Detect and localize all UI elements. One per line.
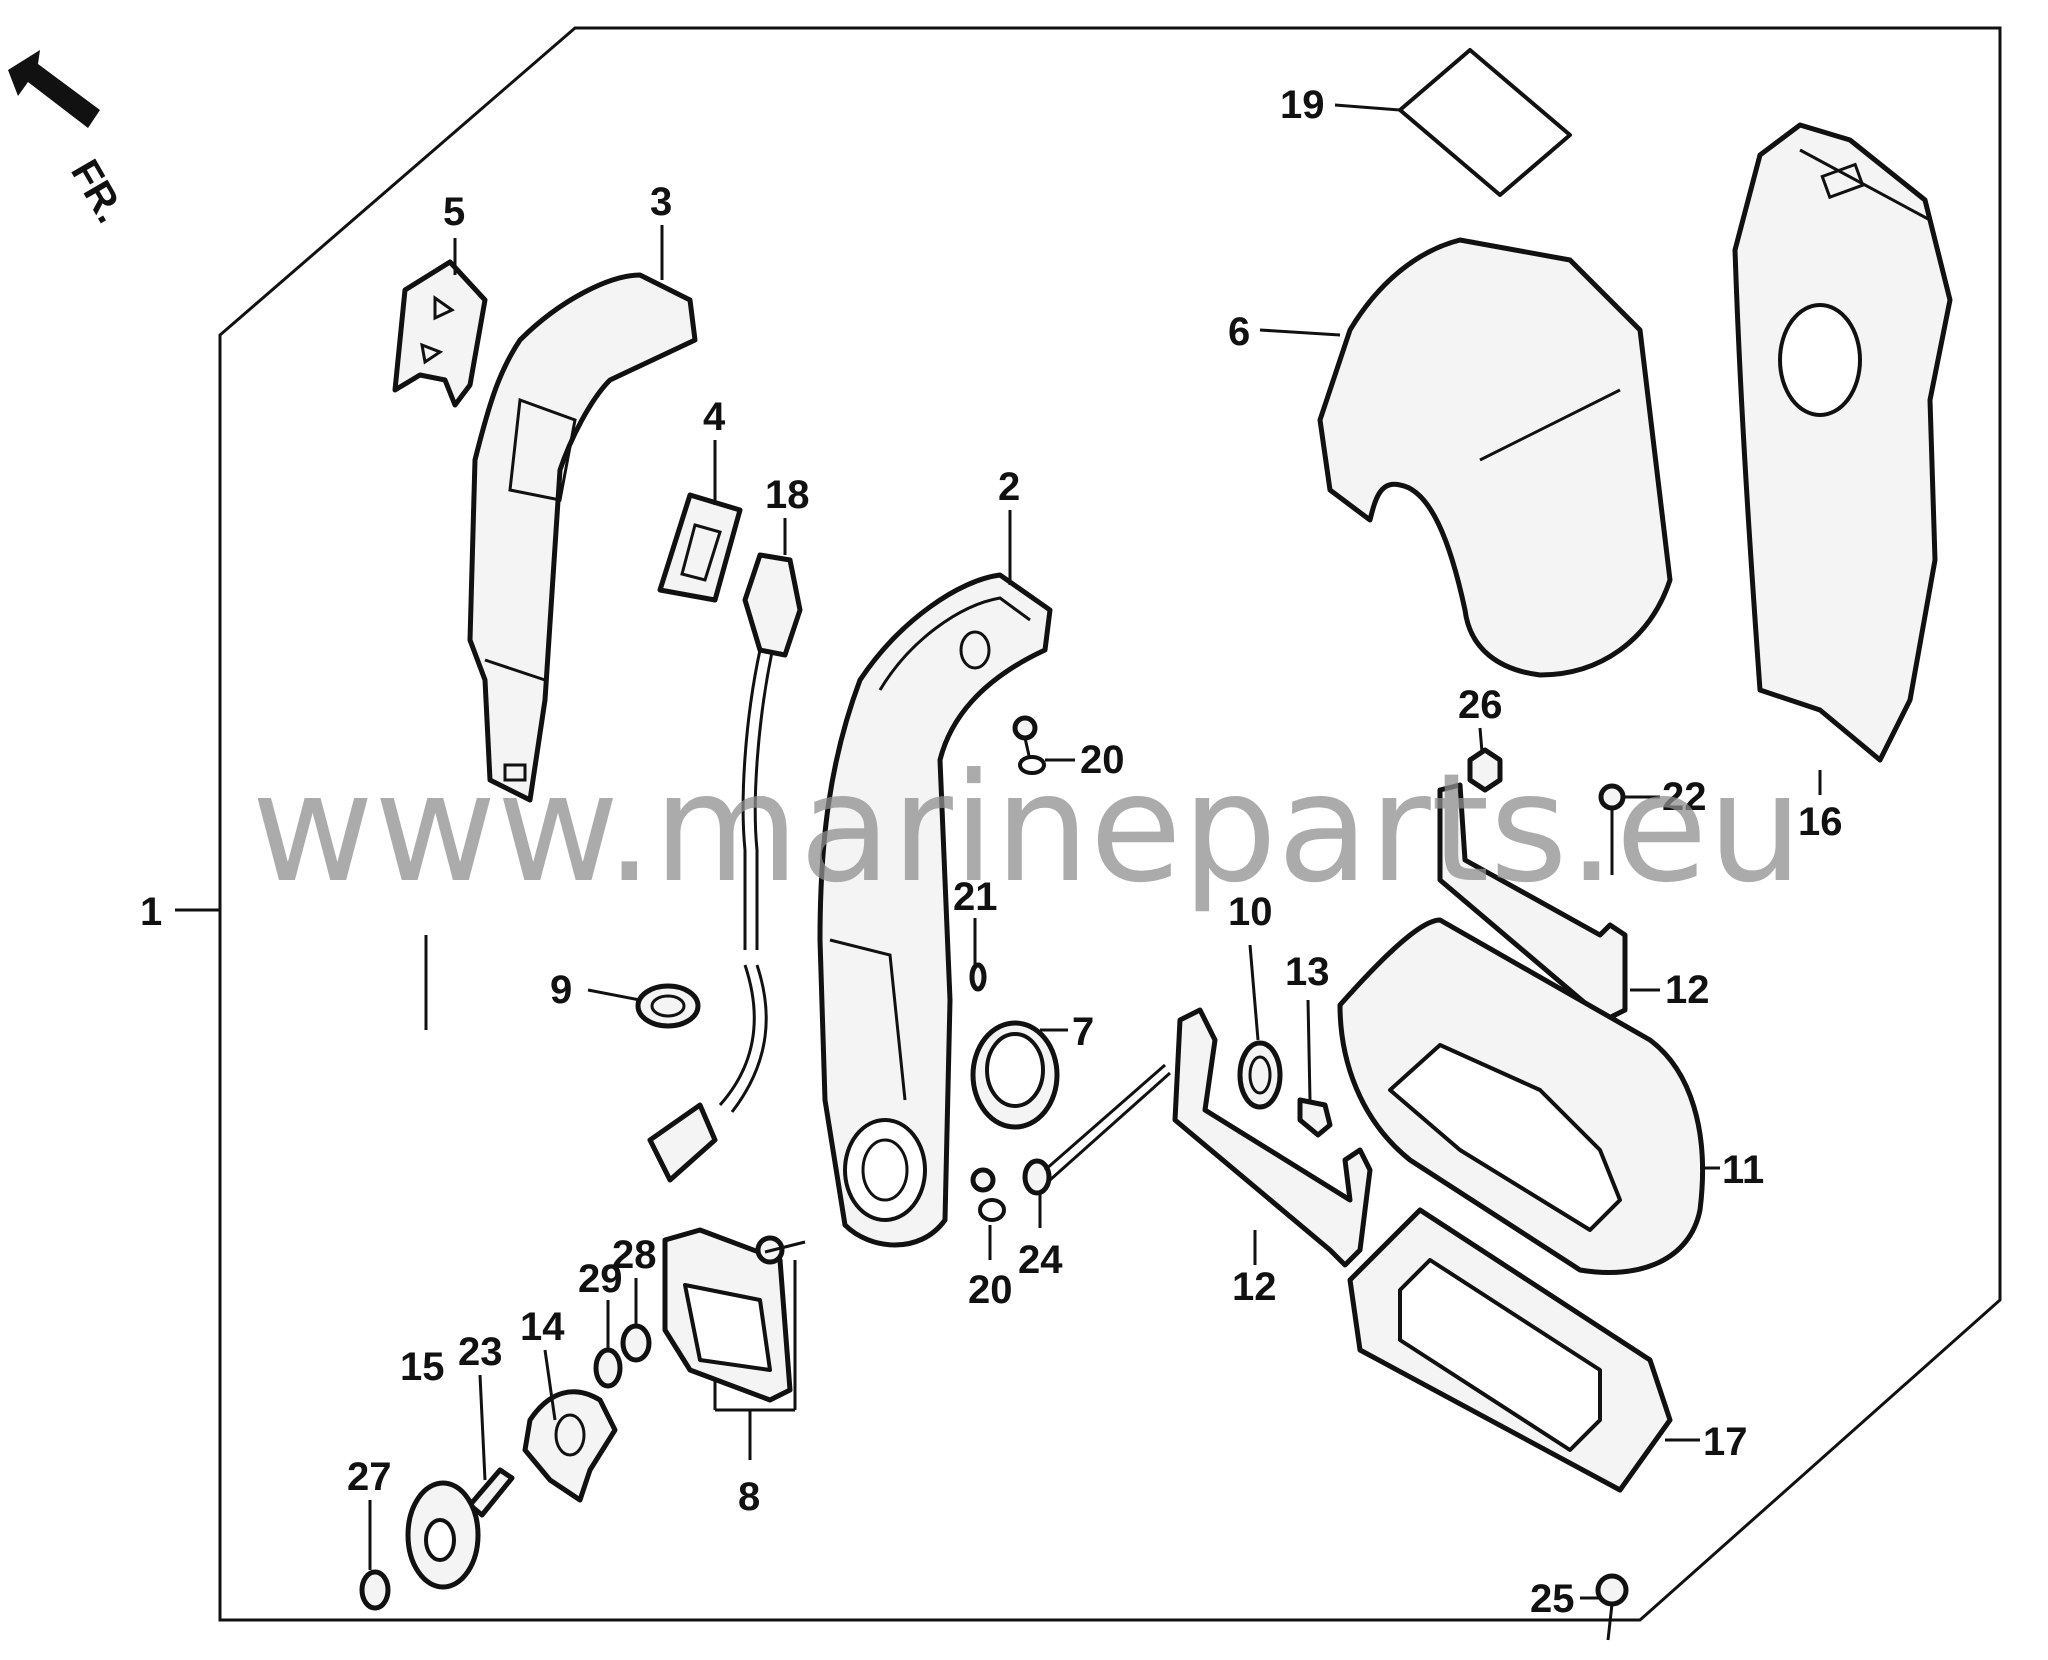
part-19-label-sheet xyxy=(1398,48,1572,197)
callout-17: 17 xyxy=(1703,1420,1748,1464)
callout-20-upper: 20 xyxy=(1080,738,1125,782)
part-22-small-bolt xyxy=(1598,783,1626,875)
callout-10: 10 xyxy=(1228,890,1273,934)
callout-21: 21 xyxy=(953,875,998,919)
part-13-grommet xyxy=(1297,1097,1333,1138)
part-28-washer xyxy=(620,1323,652,1363)
callout-27: 27 xyxy=(347,1455,392,1499)
callout-4: 4 xyxy=(703,395,726,439)
watermark: www.marineparts.eu xyxy=(251,742,1803,916)
callout-13: 13 xyxy=(1285,950,1330,994)
callout-28: 28 xyxy=(612,1233,657,1277)
callout-12-upper: 12 xyxy=(1665,968,1710,1012)
part-2-main-handle xyxy=(817,572,1053,1248)
callout-labels: 1 2 3 4 5 6 7 8 9 10 11 12 12 13 14 15 1… xyxy=(140,83,1843,1621)
callout-5: 5 xyxy=(443,190,465,234)
part-16-side-panel xyxy=(1732,122,1953,763)
callout-25: 25 xyxy=(1530,1577,1575,1621)
leader-lines xyxy=(175,103,1822,1600)
part-11-base-tray xyxy=(1337,917,1705,1275)
part-15-knob xyxy=(405,1480,481,1590)
callout-8: 8 xyxy=(738,1475,760,1519)
callout-1: 1 xyxy=(140,890,162,934)
part-20-screw-lower xyxy=(970,1167,1006,1222)
callout-12-lower: 12 xyxy=(1232,1265,1277,1309)
callout-29: 29 xyxy=(578,1257,623,1301)
part-23-stud xyxy=(467,1467,515,1518)
part-5-switch-knob xyxy=(392,259,488,408)
part-10-clip xyxy=(1237,1040,1283,1110)
callout-15: 15 xyxy=(400,1345,445,1389)
part-8-cover-plate xyxy=(662,1227,806,1403)
part-18-harness-switch xyxy=(647,552,803,1183)
callout-16: 16 xyxy=(1798,800,1843,844)
part-7-sleeve xyxy=(970,1020,1060,1130)
part-14-lever-bracket xyxy=(522,1389,618,1503)
part-21-pin xyxy=(969,962,987,992)
part-17-base-gasket xyxy=(1347,1207,1673,1493)
callout-24: 24 xyxy=(1018,1238,1063,1282)
diagram-border xyxy=(218,26,2002,1622)
callout-26: 26 xyxy=(1458,683,1503,727)
callout-2: 2 xyxy=(998,465,1020,509)
direction-label: FR. xyxy=(62,153,132,231)
part-27-nut xyxy=(359,1569,391,1611)
part-26-nut xyxy=(1467,747,1503,793)
front-arrow-icon xyxy=(8,50,100,128)
part-3-handle-cover xyxy=(467,272,698,803)
part-6-top-cover xyxy=(1317,237,1673,678)
callout-11: 11 xyxy=(1722,1148,1764,1192)
callout-19: 19 xyxy=(1280,83,1325,127)
callout-23: 23 xyxy=(458,1330,503,1374)
callout-7: 7 xyxy=(1072,1010,1094,1054)
callout-18: 18 xyxy=(765,473,810,517)
part-9-cable-clamp xyxy=(635,983,701,1029)
callout-3: 3 xyxy=(650,180,672,224)
callout-22: 22 xyxy=(1662,775,1707,819)
part-24-long-bolt xyxy=(1022,1063,1171,1196)
part-4-gasket-plate xyxy=(657,492,743,603)
callout-6: 6 xyxy=(1228,310,1250,354)
callout-9: 9 xyxy=(550,968,572,1012)
part-25-screw xyxy=(1595,1573,1629,1641)
part-20-screw-upper xyxy=(1012,715,1046,775)
part-12-bracket-upper xyxy=(1437,782,1628,1023)
part-29-nut xyxy=(593,1347,623,1389)
callout-14: 14 xyxy=(520,1305,565,1349)
callout-20-lower: 20 xyxy=(968,1268,1013,1312)
part-12-bracket-lower xyxy=(1172,1007,1373,1268)
